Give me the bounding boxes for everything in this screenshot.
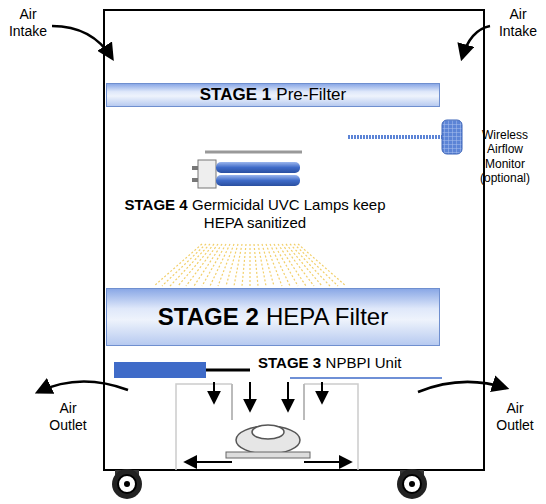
monitor-label: Wireless Airflow Monitor (optional) [466, 128, 544, 186]
intake-arrow [52, 26, 112, 58]
uv-ray [210, 244, 230, 286]
stage-number: STAGE 2 [158, 303, 259, 331]
outlet-arrow [38, 381, 128, 392]
uv-ray [249, 244, 250, 286]
part-label: NPBPI Unit [326, 354, 402, 371]
ionizer-lead [206, 369, 250, 372]
ionizer-bar [114, 362, 206, 378]
uvc-lamp [192, 160, 300, 188]
ionizer-caption: STAGE 3 NPBPI Unit [258, 354, 442, 372]
uv-ray [234, 244, 242, 286]
uv-ray [162, 244, 206, 286]
monitor-knob [442, 120, 462, 154]
uv-ray [186, 244, 218, 286]
lamp-caption: STAGE 4Germicidal UVC Lamps keep HEPA sa… [122, 196, 388, 232]
uv-ray [274, 244, 298, 286]
intake-arrow [462, 26, 490, 58]
air-label: Air Intake [4, 6, 52, 40]
stage-number: STAGE 3 [258, 354, 321, 371]
air-label: Air Intake [494, 6, 542, 40]
part-label: Air Intake [9, 6, 47, 39]
uv-ray [266, 244, 282, 286]
uv-ray [298, 244, 346, 286]
part-label: Germicidal UVC Lamps keep HEPA sanitized [192, 196, 385, 231]
filter-band: STAGE 2HEPA Filter [106, 288, 440, 346]
housing [104, 10, 484, 470]
monitor-probe [348, 135, 444, 139]
part-label: Air Intake [499, 6, 537, 39]
stage-number: STAGE 1 [200, 85, 271, 105]
uv-rays [154, 244, 346, 286]
wheel [112, 469, 142, 499]
part-label: Air Outlet [496, 400, 533, 433]
part-label: Air Outlet [49, 400, 86, 433]
uv-ray [294, 244, 338, 286]
uv-ray [202, 244, 226, 286]
uv-ray [290, 244, 330, 286]
shelf-line [290, 377, 442, 379]
air-label: Air Outlet [40, 400, 96, 434]
part-label: Wireless Airflow Monitor (optional) [480, 128, 530, 185]
uv-ray [254, 244, 258, 286]
uv-ray [226, 244, 238, 286]
lamp-shield [205, 151, 302, 154]
uv-ray [286, 244, 322, 286]
fan-unit [176, 382, 358, 470]
uv-ray [194, 244, 222, 286]
uv-ray [258, 244, 266, 286]
uv-ray [262, 244, 274, 286]
uv-ray [154, 244, 202, 286]
stage-name: HEPA Filter [266, 303, 388, 331]
wheel [397, 469, 427, 499]
stage-number: STAGE 4 [125, 196, 188, 213]
uv-ray [170, 244, 210, 286]
stage-name: Pre-Filter [276, 85, 346, 105]
outlet-arrow [418, 382, 506, 392]
filter-band: STAGE 1Pre-Filter [106, 83, 440, 107]
uv-ray [242, 244, 246, 286]
air-label: Air Outlet [488, 400, 542, 434]
